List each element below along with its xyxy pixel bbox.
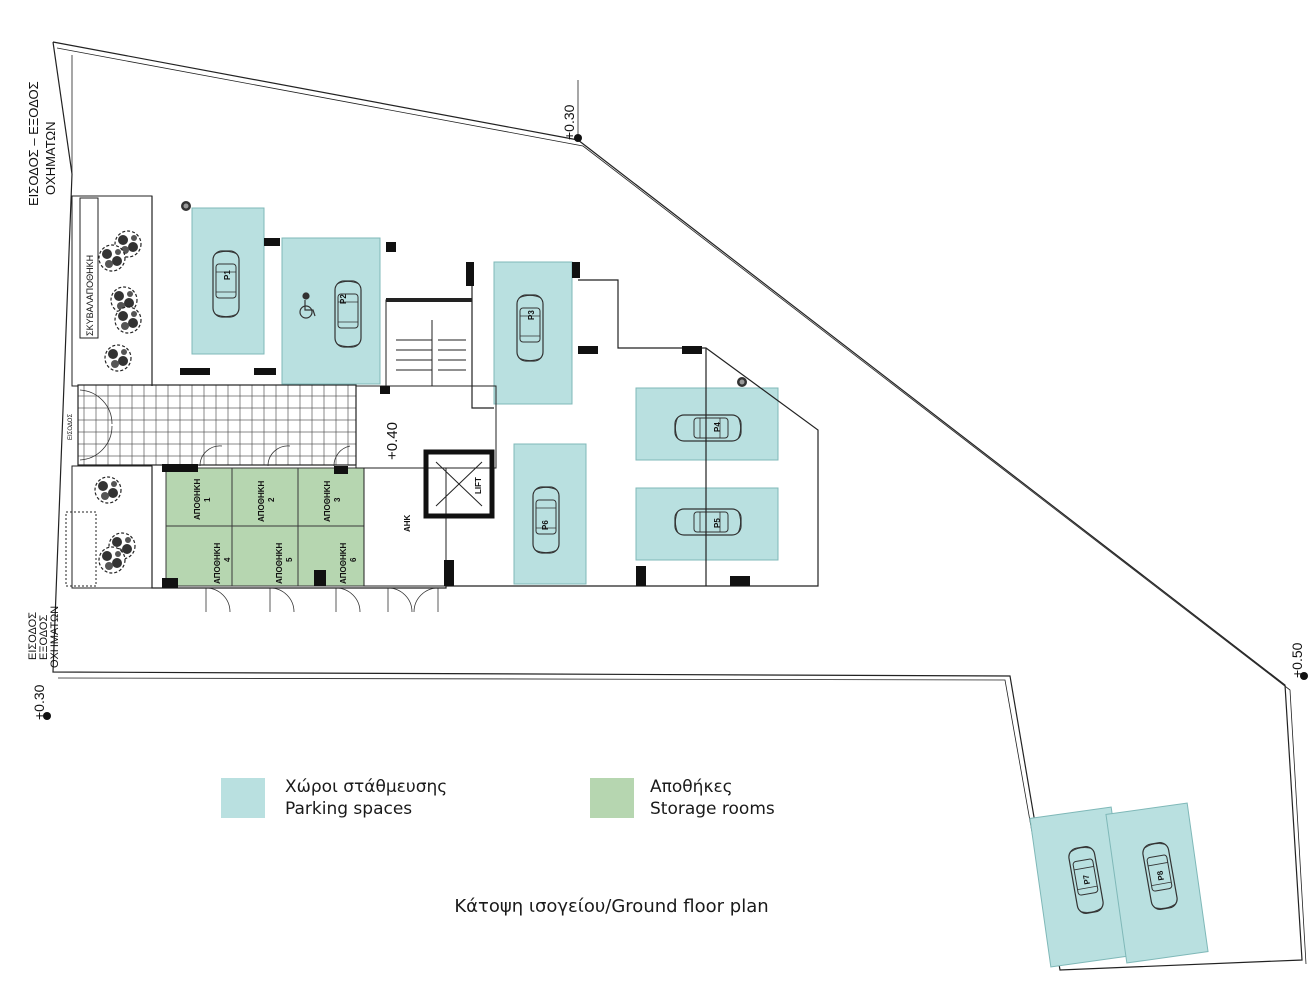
- parking-label-p6: P6: [541, 520, 550, 530]
- shrub-icon: [104, 344, 132, 372]
- parking-bays: [191, 207, 1209, 968]
- shrub-icon: [114, 306, 142, 334]
- level-marker-top: +0.30: [561, 80, 582, 142]
- entrance-bottom-line-3: ΟΧΗΜΑΤΩΝ: [49, 606, 61, 668]
- storage-num-4: 4: [223, 557, 232, 562]
- storage-label-2: ΑΠΟΘΗΚΗ: [257, 480, 266, 522]
- legend-swatch-storage: [590, 778, 634, 818]
- storage-num-5: 5: [285, 557, 294, 562]
- ahk-label: ΑΗΚ: [403, 514, 412, 532]
- entrance-top-line-1: ΕΙΣΟΔΟΣ – ΕΞΟΔΟΣ: [26, 81, 41, 206]
- shrub-icon: [98, 244, 126, 272]
- parking-label-p1: P1: [223, 270, 232, 280]
- legend-storage: Αποθήκες Storage rooms: [650, 776, 775, 820]
- storage-label-3: ΑΠΟΘΗΚΗ: [323, 480, 332, 522]
- entrance-bottom-line-1: ΕΙΣΟΔΟΣ: [27, 612, 39, 660]
- level-marker-right: +0.50: [1289, 642, 1308, 680]
- building-walls: [151, 196, 819, 589]
- storage-room-labels: ΑΠΟΘΗΚΗ 1 ΑΠΟΘΗΚΗ 2 ΑΠΟΘΗΚΗ 3 ΑΠΟΘΗΚΗ 4 …: [193, 478, 358, 584]
- wheelchair-icon: [299, 292, 316, 319]
- level-label-stair: +0.40: [384, 422, 401, 460]
- bin-store-label: ΣΚΥΒΑΛΑΠΟΘΗΚΗ: [85, 255, 95, 336]
- shrub-icon: [94, 476, 122, 504]
- storage-num-6: 6: [349, 557, 358, 562]
- legend-storage-greek: Αποθήκες: [650, 777, 733, 797]
- entrance-bottom-line-2: ΕΞΟΔΟΣ: [38, 615, 50, 660]
- parking-label-p2: P2: [339, 294, 348, 304]
- legend-storage-english: Storage rooms: [650, 799, 775, 819]
- legend-parking-greek: Χώροι στάθμευσης: [285, 777, 448, 797]
- entrance-label-bottom: ΕΙΣΟΔΟΣ ΕΞΟΔΟΣ ΟΧΗΜΑΤΩΝ: [27, 606, 61, 668]
- storage-label-6: ΑΠΟΘΗΚΗ: [339, 542, 348, 584]
- storage-num-2: 2: [267, 497, 276, 502]
- shrub-icon: [98, 546, 126, 574]
- storage-rooms: [165, 467, 365, 587]
- structural-columns: [162, 238, 750, 588]
- lift-label: LIFT: [474, 477, 483, 494]
- legend-parking-english: Parking spaces: [285, 799, 413, 819]
- lift-shaft: [423, 449, 495, 519]
- parking-label-p3: P3: [527, 310, 536, 320]
- parking-label-p4: P4: [713, 422, 722, 432]
- level-label-top: +0.30: [561, 104, 577, 140]
- level-label-right: +0.50: [1289, 642, 1305, 678]
- parking-label-p7: P7: [1081, 873, 1092, 885]
- storage-doors: [199, 445, 439, 613]
- entrance-door: [79, 389, 113, 461]
- level-marker-left: +0.30: [31, 684, 51, 720]
- entrance-corridor: [77, 384, 357, 466]
- storage-num-1: 1: [203, 497, 212, 502]
- entrance-top-line-2: ΟΧΗΜΑΤΩΝ: [43, 121, 58, 195]
- entrance-room-label: ΕΙΣΟΔΟΣ: [68, 414, 74, 440]
- plan-caption: Κάτοψη ισογείου/Ground floor plan: [454, 896, 769, 917]
- storage-label-4: ΑΠΟΘΗΚΗ: [213, 542, 222, 584]
- storage-num-3: 3: [333, 497, 342, 502]
- storage-label-5: ΑΠΟΘΗΚΗ: [275, 542, 284, 584]
- drain-icon: [181, 201, 747, 387]
- legend-parking: Χώροι στάθμευσης Parking spaces: [285, 776, 447, 820]
- storage-label-1: ΑΠΟΘΗΚΗ: [193, 478, 202, 520]
- parking-label-p5: P5: [713, 518, 722, 528]
- entrance-label-top: ΕΙΣΟΔΟΣ – ΕΞΟΔΟΣ ΟΧΗΜΑΤΩΝ: [26, 81, 58, 206]
- legend-swatch-parking: [221, 778, 265, 818]
- parking-label-p8: P8: [1155, 869, 1166, 881]
- level-label-left: +0.30: [31, 684, 47, 720]
